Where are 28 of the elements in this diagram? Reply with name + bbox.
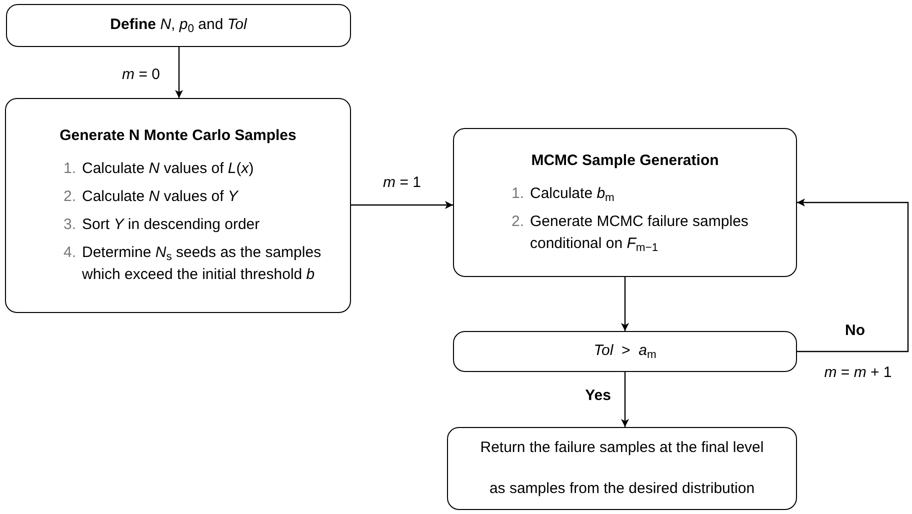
process-box [447,427,797,510]
arrow [621,372,629,427]
process-box [5,98,351,313]
box-text: Define N, p$_{0}$ and Tol [110,15,247,37]
box-text: Tol > a$_{m}$ [594,341,656,363]
list-item: Calculate N values of L(x) [82,158,254,179]
box-heading: MCMC Sample Generation [530,151,720,172]
box-text: as samples from the desired distribution [489,478,755,498]
list-item: Calculate N values of Y [82,186,238,207]
list-number: 3. [62,214,76,235]
list-item: Determine N$_{s}$ seeds as the samples which exceed the initial threshold b [82,242,322,285]
process-box [453,331,797,372]
list-item: Sort Y in descending order [82,214,260,235]
box-heading: Generate N Monte Carlo Samples [58,126,298,146]
list-item: Generate MCMC failure samples conditional on F$_{m−1}$ [530,212,750,255]
list-number: 4. [62,242,76,263]
arrow [175,47,183,98]
list-number: 2. [510,212,524,232]
box-text: Return the failure samples at the final level [480,438,764,458]
list-number: 1. [510,184,524,204]
list-item: Calculate b$_{m}$ [530,184,614,205]
arrow [797,198,909,352]
arrow [351,201,453,209]
list-number: 2. [62,186,76,207]
process-box [453,128,797,277]
arrow [621,277,629,331]
process-box [6,4,351,47]
list-number: 1. [62,158,76,179]
